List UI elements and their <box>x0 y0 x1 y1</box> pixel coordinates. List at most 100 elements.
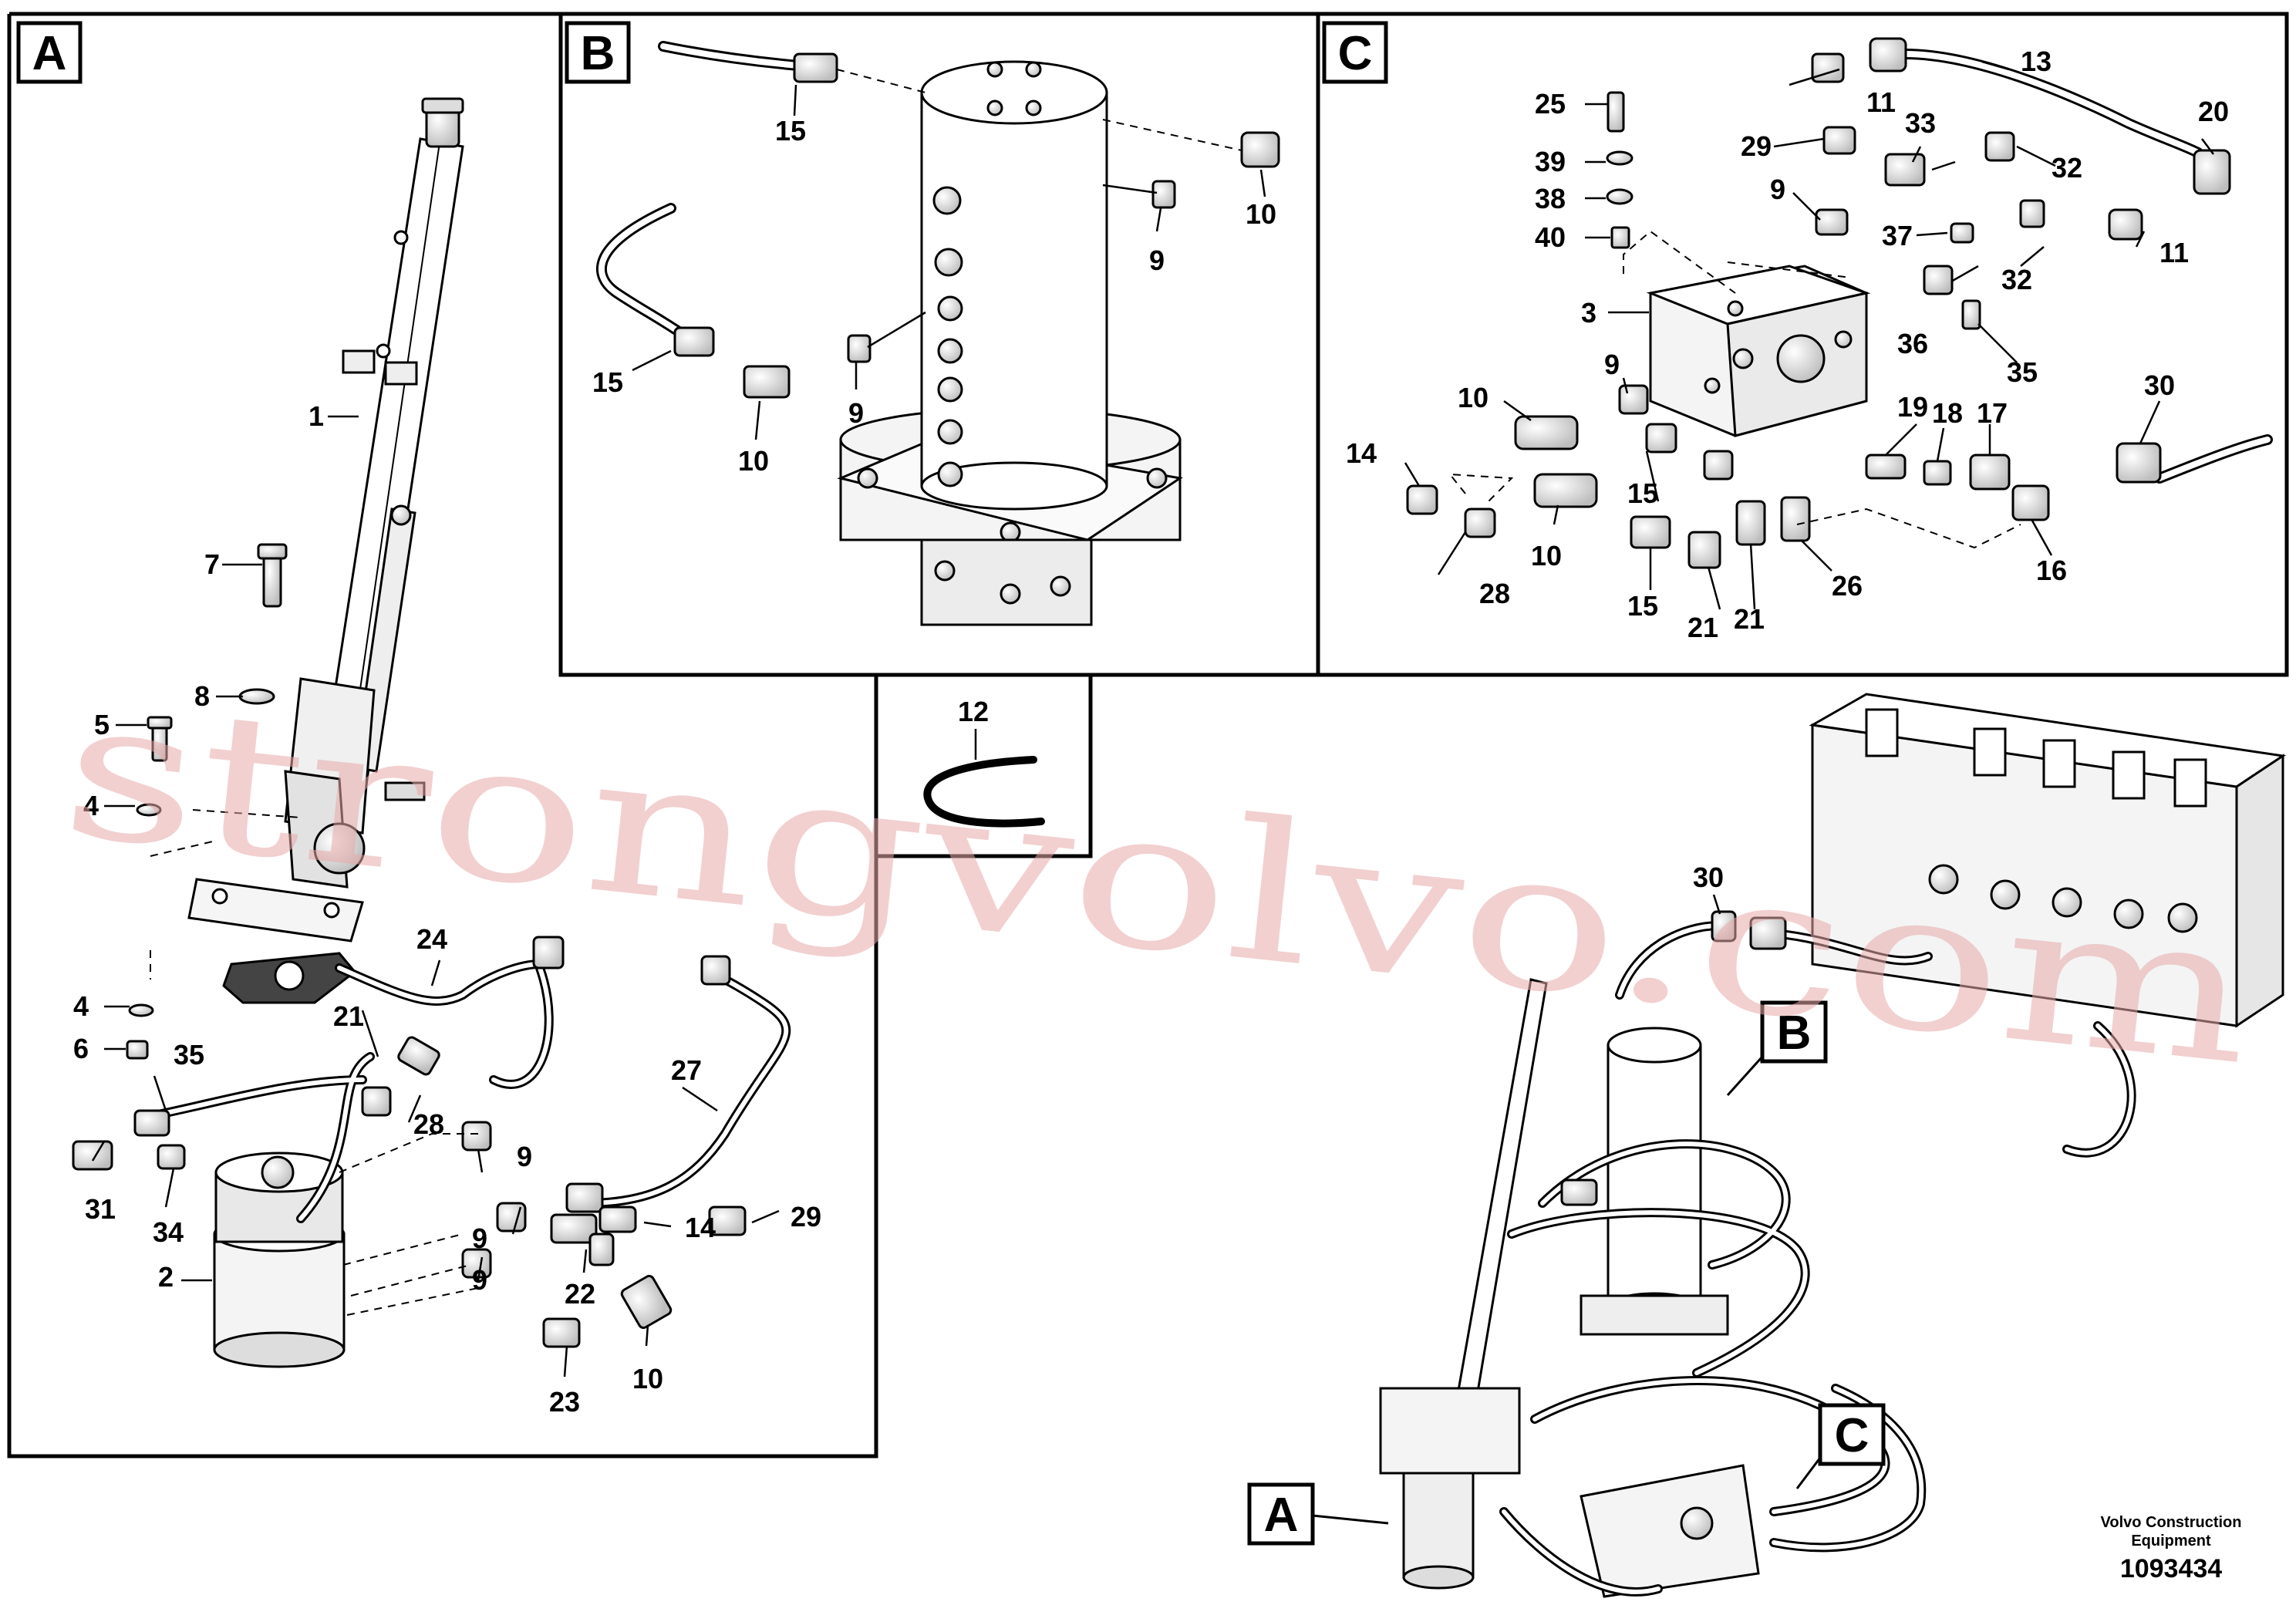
callout: 30 <box>1693 862 1724 893</box>
panel-b-hoses <box>596 41 804 337</box>
svg-text:B: B <box>1777 1007 1812 1060</box>
callout: 32 <box>2001 264 2032 295</box>
overview-tag-a: A <box>1247 1482 1315 1546</box>
overview-30-leader <box>1712 894 1721 915</box>
callout: 37 <box>1882 220 1913 251</box>
valve-block <box>1646 265 1871 437</box>
overview-tag-a-leader <box>1312 1514 1389 1525</box>
callout: 4 <box>73 990 89 1022</box>
callout: 15 <box>1627 477 1658 509</box>
callout: 28 <box>413 1108 444 1140</box>
overview-tag-c: C <box>1818 1403 1886 1466</box>
callout: 29 <box>1741 130 1772 162</box>
callout: 31 <box>85 1193 116 1225</box>
callout: 21 <box>333 1000 364 1032</box>
callout: 9 <box>472 1222 487 1254</box>
callout: 30 <box>2144 369 2175 401</box>
callout: 13 <box>2021 46 2052 77</box>
overview-fittings <box>1560 910 1787 1206</box>
panel-tag-c: C <box>1322 21 1388 84</box>
callout: 35 <box>174 1039 204 1071</box>
callout: 6 <box>73 1033 89 1064</box>
svg-text:A: A <box>32 27 67 80</box>
company-name-line1: Volvo Construction <box>2101 1514 2242 1531</box>
callout: 26 <box>1832 570 1863 602</box>
panel-b-dashed-leaders <box>836 69 1242 151</box>
callout: 14 <box>1346 437 1377 469</box>
steering-plate <box>222 952 357 1004</box>
swivel-ports <box>932 61 1042 487</box>
callout: 14 <box>685 1212 716 1243</box>
callout: 39 <box>1535 146 1566 177</box>
callout: 1 <box>308 400 324 432</box>
cable-tie <box>923 756 1045 828</box>
callout: 9 <box>1604 349 1620 380</box>
company-name-line2: Equipment <box>2131 1533 2211 1549</box>
svg-text:A: A <box>1264 1489 1299 1542</box>
callout: 9 <box>1770 174 1785 205</box>
callout: 36 <box>1897 328 1928 359</box>
callout: 34 <box>153 1216 184 1248</box>
callout: 28 <box>1479 578 1510 609</box>
callout: 3 <box>1581 297 1596 329</box>
overview-steering-column <box>1379 978 1548 1590</box>
callouts-panel-b: 15 15 10 10 9 9 <box>592 115 1276 477</box>
callout: 17 <box>1977 397 2008 429</box>
panel-a-dashed-leaders <box>150 809 479 1316</box>
callout: 10 <box>1458 382 1489 413</box>
callout: 10 <box>1246 198 1276 230</box>
callout: 11 <box>1866 86 1896 118</box>
callout: 10 <box>1531 540 1562 572</box>
callout: 16 <box>2036 555 2067 586</box>
footer: Volvo Construction Equipment 1093434 <box>2101 1514 2242 1583</box>
callout: 15 <box>1627 590 1658 622</box>
overview-hoses-inner <box>1502 923 2134 1594</box>
overview-control-valve <box>1809 693 2287 1028</box>
callout: 23 <box>549 1386 580 1418</box>
callout: 4 <box>83 790 99 821</box>
callout: 27 <box>671 1054 702 1086</box>
callout: 24 <box>416 923 447 955</box>
callout: 9 <box>472 1264 487 1296</box>
callout: 21 <box>1734 603 1765 635</box>
callout: 21 <box>1687 612 1718 643</box>
callout: 38 <box>1535 183 1566 214</box>
panel-b-leaders <box>632 84 1266 440</box>
callout: 18 <box>1932 397 1963 429</box>
callout: 15 <box>592 366 623 398</box>
panel-a-leaders <box>91 415 780 1378</box>
panel-b-hoses-inner <box>598 43 801 335</box>
callout: 11 <box>2159 237 2189 268</box>
svg-text:B: B <box>581 27 615 80</box>
callout: 20 <box>2198 96 2229 127</box>
callout: 22 <box>565 1278 595 1310</box>
panel-c-hoses-inner <box>1902 51 2271 481</box>
steering-column-assembly <box>187 97 464 943</box>
callout: 40 <box>1535 221 1566 253</box>
panel-c-fittings <box>1406 37 2231 569</box>
callout: 10 <box>738 445 769 477</box>
svg-text:C: C <box>1835 1409 1870 1462</box>
panel-tag-a: A <box>16 21 83 84</box>
callout: 9 <box>848 397 864 429</box>
callout: 12 <box>958 696 989 727</box>
callout: 29 <box>791 1201 821 1233</box>
callout: 5 <box>94 709 110 740</box>
callout: 15 <box>775 115 806 147</box>
overview-tag-b-leader <box>1726 1055 1764 1097</box>
panel-a-fittings <box>72 936 747 1348</box>
svg-text:C: C <box>1338 27 1373 80</box>
steering-unit-orbitrol <box>213 1152 346 1368</box>
panel-a-hoses-inner <box>156 962 789 1221</box>
overview-valve-block <box>1580 1464 1760 1598</box>
panel-a-fasteners <box>126 543 288 1060</box>
callout: 35 <box>2007 356 2038 388</box>
swivel-joint <box>837 60 1183 626</box>
panel-c-dashed-leaders <box>1448 230 2021 549</box>
callout: 2 <box>158 1261 174 1293</box>
panel-tag-b: B <box>565 21 631 84</box>
drawing-number: 1093434 <box>2120 1554 2222 1583</box>
callout: 8 <box>194 680 210 712</box>
panel-c-leaders <box>1404 60 2214 610</box>
